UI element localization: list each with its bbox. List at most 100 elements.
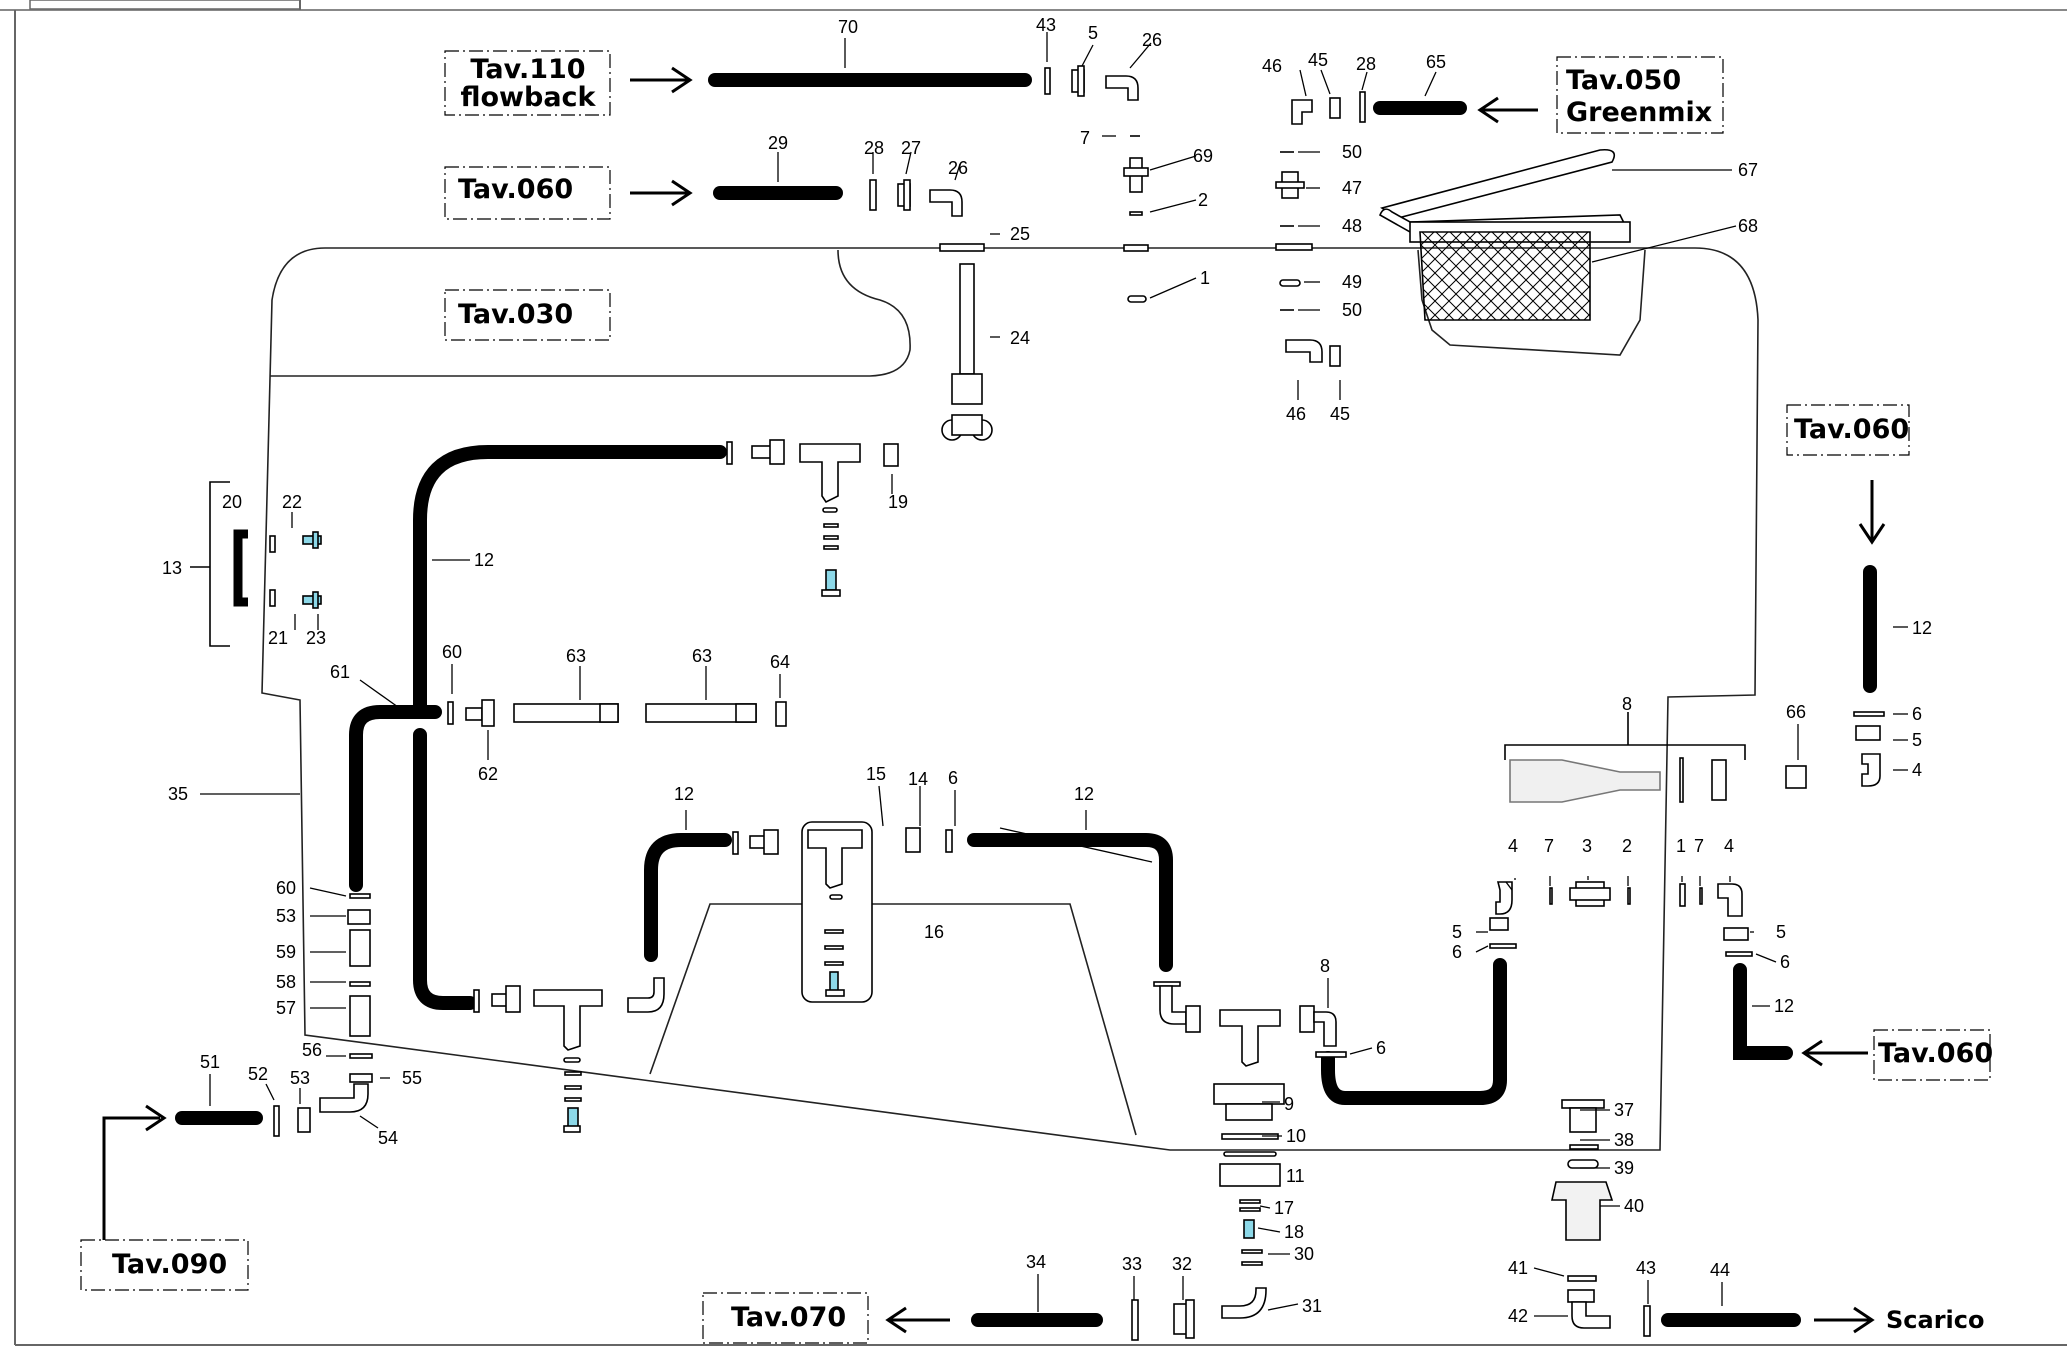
part-number: 31 [1302, 1296, 1322, 1316]
part-number: 2 [1198, 190, 1208, 210]
part-number: 10 [1286, 1126, 1306, 1146]
part-number: 18 [1284, 1222, 1304, 1242]
part-number: 25 [1010, 224, 1030, 244]
part-number: 6 [1780, 952, 1790, 972]
hoses [175, 73, 1877, 1327]
leader-lines [200, 32, 1908, 1317]
part-number: 65 [1426, 52, 1446, 72]
part-number: 45 [1308, 50, 1328, 70]
part-number: 9 [1284, 1094, 1294, 1114]
part-number: 4 [1912, 760, 1922, 780]
part-number: 3 [1582, 836, 1592, 856]
part-number: 46 [1262, 56, 1282, 76]
part-number: 57 [276, 998, 296, 1018]
part-number: 5 [1776, 922, 1786, 942]
part-number: 62 [478, 764, 498, 784]
part-number: 5 [1452, 922, 1462, 942]
part-number: 48 [1342, 216, 1362, 236]
part-number: 4 [1724, 836, 1734, 856]
part-number: 8 [1622, 694, 1632, 714]
part-number: 7 [1544, 836, 1554, 856]
part-number: 63 [692, 646, 712, 666]
part-number: 50 [1342, 300, 1362, 320]
ref-tav070: Tav.070 [731, 1302, 846, 1333]
part-number: 26 [1142, 30, 1162, 50]
part-number: 12 [1074, 784, 1094, 804]
part-number: 61 [330, 662, 350, 682]
part-number: 28 [1356, 54, 1376, 74]
part-number: 12 [674, 784, 694, 804]
part-number: 51 [200, 1052, 220, 1072]
part-number: 6 [1912, 704, 1922, 724]
part-number: 59 [276, 942, 296, 962]
part-number: 28 [864, 138, 884, 158]
flow-arrows [102, 66, 1886, 1334]
part-number: 21 [268, 628, 288, 648]
part-number: 70 [838, 17, 858, 37]
ref-tav030: Tav.030 [458, 299, 573, 330]
filter-bracket [1504, 712, 1746, 760]
part-number: 39 [1614, 1158, 1634, 1178]
part-number: 17 [1274, 1198, 1294, 1218]
part-number: 63 [566, 646, 586, 666]
part-number: 33 [1122, 1254, 1142, 1274]
part-number: 12 [1774, 996, 1794, 1016]
part-number: 14 [908, 769, 928, 789]
part-number: 11 [1286, 1166, 1305, 1186]
part-number: 53 [290, 1068, 310, 1088]
part-number: 2 [1622, 836, 1632, 856]
part-number: 1 [1200, 268, 1210, 288]
part-number: 12 [1912, 618, 1932, 638]
part-number: 50 [1342, 142, 1362, 162]
part-number: 13 [162, 558, 182, 578]
part-number: 7 [1080, 128, 1090, 148]
reference-labels: Tav.110 flowback Tav.060 Tav.030 Tav.050… [112, 54, 1993, 1334]
part-number: 20 [222, 492, 242, 512]
part-number: 34 [1026, 1252, 1046, 1272]
tank-outline [261, 247, 1759, 1151]
part-number: 1 [1676, 836, 1686, 856]
ref-tav110-line1: Tav.110 [470, 54, 585, 85]
ref-tav110-line2: flowback [460, 82, 596, 113]
part-number: 6 [948, 768, 958, 788]
part-number: 53 [276, 906, 296, 926]
part-number: 26 [948, 158, 968, 178]
part-number: 60 [442, 642, 462, 662]
part-number: 41 [1508, 1258, 1528, 1278]
part-number: 60 [276, 878, 296, 898]
part-number: 64 [770, 652, 790, 672]
part-number: 46 [1286, 404, 1306, 424]
part-number: 44 [1710, 1260, 1730, 1280]
part-number: 7 [1694, 836, 1704, 856]
part-number: 29 [768, 133, 788, 153]
part-number: 22 [282, 492, 302, 512]
part-number: 27 [901, 138, 921, 158]
part-number: 37 [1614, 1100, 1634, 1120]
part-number: 69 [1193, 146, 1213, 166]
part-number: 5 [1088, 23, 1098, 43]
part-number: 15 [866, 764, 886, 784]
part-number: 67 [1738, 160, 1758, 180]
part-number: 35 [168, 784, 188, 804]
handle-bracket [190, 481, 248, 647]
part-number: 47 [1342, 178, 1362, 198]
part-number: 42 [1508, 1306, 1528, 1326]
part-number: 16 [924, 922, 944, 942]
part-number: 38 [1614, 1130, 1634, 1150]
part-number: 6 [1452, 942, 1462, 962]
part-number: 6 [1376, 1038, 1386, 1058]
fittings [269, 65, 1885, 1341]
ref-tav060-bottom: Tav.060 [1878, 1038, 1993, 1069]
part-number: 5 [1912, 730, 1922, 750]
part-number: 8 [1320, 956, 1330, 976]
part-number: 56 [302, 1040, 322, 1060]
part-number: 32 [1172, 1254, 1192, 1274]
part-number: 52 [248, 1064, 268, 1084]
ref-tav060-top: Tav.060 [458, 174, 573, 205]
part-number: 58 [276, 972, 296, 992]
part-number: 49 [1342, 272, 1362, 292]
part-number: 66 [1786, 702, 1806, 722]
part-number: 68 [1738, 216, 1758, 236]
